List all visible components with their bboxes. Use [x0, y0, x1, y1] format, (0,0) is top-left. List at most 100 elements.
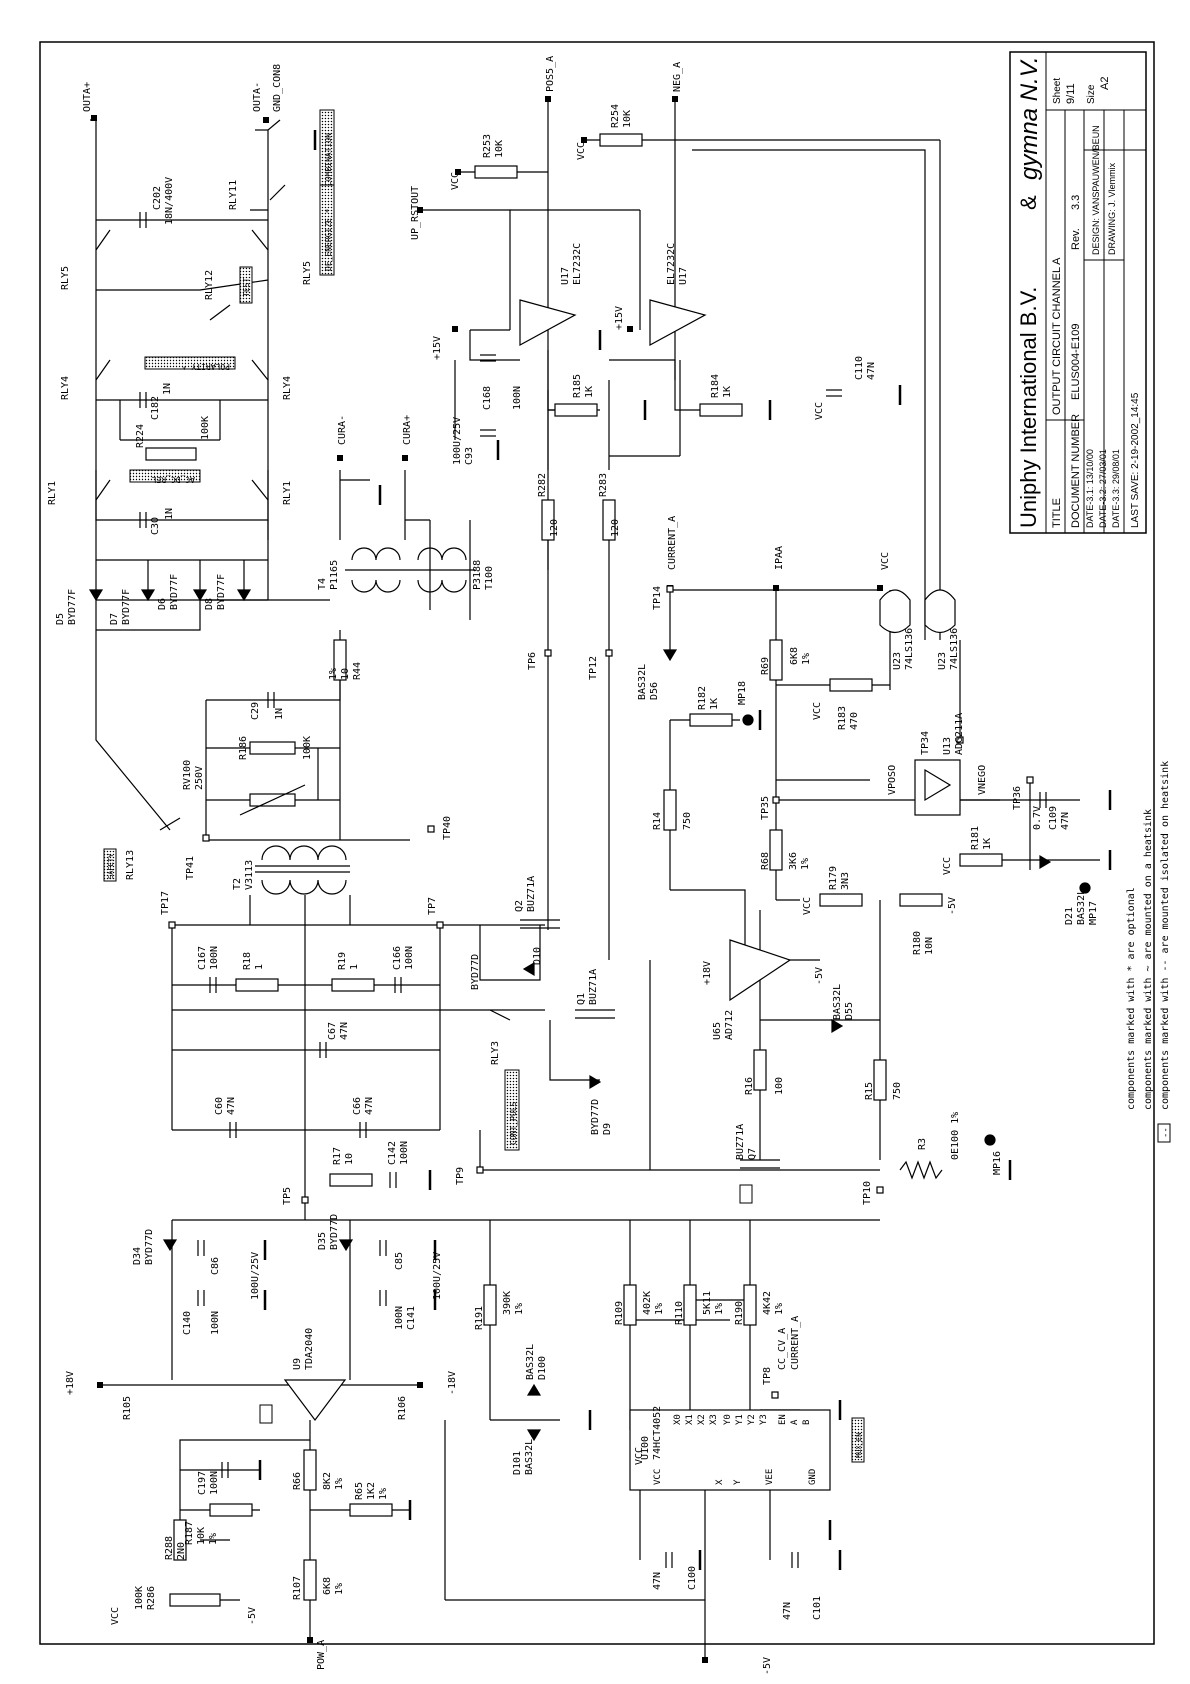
- q2-ref: Q2: [514, 900, 525, 912]
- r283-body: [602, 499, 616, 541]
- net-up-rstout: UP_RSTOUT: [410, 186, 421, 240]
- r69-ref: R69: [760, 657, 771, 675]
- u23a-symbol: [879, 589, 911, 634]
- pin-b: B: [802, 1420, 812, 1425]
- c86-value: 100U/25V: [250, 1252, 261, 1300]
- date-2: DATE-3.2: 27/03/01: [1098, 449, 1108, 528]
- t4-value: P1165: [329, 560, 340, 590]
- u9-value: TDA2040: [304, 1328, 315, 1370]
- q7-value: BUZ71A: [735, 1124, 746, 1160]
- u100-ref: U100: [640, 1436, 651, 1460]
- net-gnd-con8: GND_CON8: [272, 64, 283, 112]
- c168-value: 100N: [512, 386, 523, 410]
- d6-value: BYD77F: [169, 574, 180, 610]
- tp5-ref: TP5: [282, 1187, 293, 1205]
- r179-body: [819, 893, 863, 907]
- c167-ref: C167: [197, 946, 208, 970]
- rly1-a-ref: RLY1: [47, 481, 58, 505]
- c93-ref: C93: [464, 447, 475, 465]
- r184-body: [699, 403, 743, 417]
- r282-value: 120: [549, 519, 560, 537]
- d7-value: BYD77F: [121, 589, 132, 625]
- tp36-ref: TP36: [1012, 786, 1023, 810]
- label-test: TEST: [242, 278, 251, 297]
- tp8-ref: TP8: [762, 1367, 773, 1385]
- net-vnego: VNEGO: [977, 765, 988, 795]
- c109-ref: C109: [1048, 806, 1059, 830]
- title-company: Uniphy International B.V.: [1016, 287, 1041, 528]
- net-vcc-4: VCC: [814, 402, 825, 420]
- r65-value: 1K2: [366, 1482, 377, 1500]
- c141-ref: C141: [406, 1306, 417, 1330]
- r182-ref: R182: [697, 686, 708, 710]
- r18-body: [235, 978, 279, 992]
- r66-body: [303, 1449, 317, 1491]
- c140-value: 100N: [210, 1311, 221, 1335]
- c110-value: 47N: [866, 362, 877, 380]
- r185-ref: R185: [572, 374, 583, 398]
- size-label: Size: [1086, 84, 1097, 104]
- u65-symbol: [729, 939, 792, 1002]
- notes: components marked with * are optional co…: [1126, 761, 1171, 1143]
- rly3-ref: RLY3: [490, 1041, 501, 1065]
- c197-ref: C197: [197, 1471, 208, 1495]
- net-cc-cv-a: CC_CV_A: [777, 1328, 788, 1370]
- net-vcc-1: VCC: [450, 172, 461, 190]
- rev-value: 3.3: [1070, 195, 1082, 210]
- r191-value: 390K: [502, 1291, 513, 1315]
- net-minus5-1: -5V: [947, 897, 958, 915]
- r109-body: [623, 1284, 637, 1326]
- date-3: DATE-3.3: 29/08/01: [1111, 449, 1121, 528]
- r110-value: 5K11: [702, 1291, 713, 1315]
- r186-ref: R186: [238, 736, 249, 760]
- r184-value: 1K: [722, 386, 733, 398]
- r19-value: 1: [349, 964, 360, 970]
- r282-ref: R282: [537, 473, 548, 497]
- r187-tol: 1%: [208, 1533, 219, 1545]
- net-vposo: VPOSO: [887, 765, 898, 795]
- label-de-energize: DE_ENERGIZE *: [324, 208, 333, 271]
- u23b-value: 74LS136: [949, 628, 960, 670]
- rv100-wiper: [239, 784, 306, 816]
- t4-symbol: [345, 547, 475, 593]
- r15-value: 750: [892, 1082, 903, 1100]
- schematic-text: OUTA+ OUTA- GND_CON8 POS5_A NEG_A UP_RST…: [47, 56, 1099, 1675]
- u23a-ref: U23: [892, 652, 903, 670]
- rev-label: Rev.: [1070, 228, 1082, 250]
- r3-ref: R3: [917, 1138, 928, 1150]
- rly12-ref: RLY12: [204, 270, 215, 300]
- c182-value: 1N: [162, 383, 173, 395]
- net-vcc-9: VCC: [110, 1607, 121, 1625]
- r16-ref: R16: [744, 1077, 755, 1095]
- label-mux-en: MUX_EN: [855, 1433, 863, 1458]
- r107-tol: 1%: [334, 1583, 345, 1595]
- r187-value: 10K: [196, 1527, 207, 1545]
- r181-ref: R181: [970, 826, 981, 850]
- design-name: DESIGN: VANSPAUWEN/BEUN: [1091, 125, 1101, 255]
- r286-ref: R286: [146, 1586, 157, 1610]
- net-vcc-2: VCC: [576, 142, 587, 160]
- net-current-a: CURRENT_A: [667, 516, 678, 570]
- d10-value: BYD77D: [470, 954, 481, 990]
- r65-tol: 1%: [378, 1488, 389, 1500]
- r288-ref: R288: [164, 1536, 175, 1560]
- d9-ref: D9: [602, 1123, 613, 1135]
- rly1-b-ref: RLY1: [282, 481, 293, 505]
- r179-ref: R179: [828, 866, 839, 890]
- r190-value: 4K42: [762, 1291, 773, 1315]
- rly4-b-ref: RLY4: [282, 376, 293, 400]
- r16-body: [753, 1049, 767, 1091]
- q7-ref: Q7: [747, 1148, 758, 1160]
- r186-value: 100K: [302, 736, 313, 760]
- r14-ref: R14: [652, 812, 663, 830]
- c29-value: 1N: [274, 708, 285, 720]
- tp35-ref: TP35: [760, 796, 771, 820]
- t2-value: V3113: [244, 860, 255, 890]
- c29-ref: C29: [250, 702, 261, 720]
- c110-ref: C110: [854, 356, 865, 380]
- net-pos5-a: POS5_A: [545, 56, 556, 92]
- u9-symbol: [283, 1379, 347, 1421]
- u65-value: AD712: [724, 1010, 735, 1040]
- r14-value: 750: [682, 812, 693, 830]
- r182-value: 1K: [709, 698, 720, 710]
